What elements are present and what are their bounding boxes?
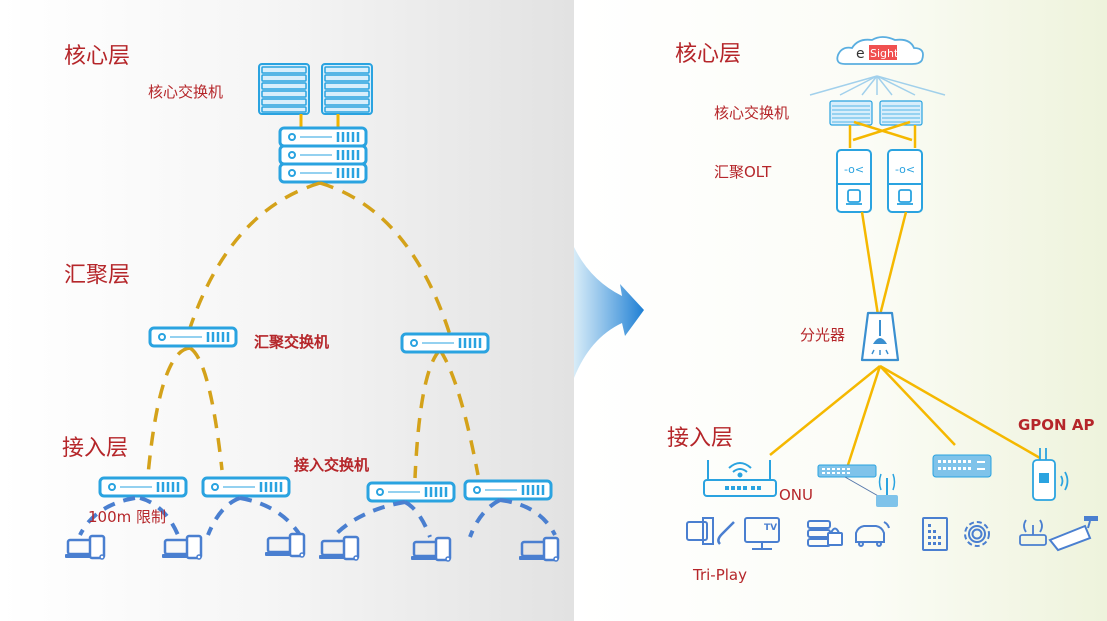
tv-label: TV: [764, 523, 777, 533]
access-to-pc-link: [499, 498, 557, 536]
computer-icon: [686, 517, 714, 545]
agg-to-access-link: [438, 349, 480, 476]
gpon-core-switch-label: 核心交换机: [714, 104, 790, 122]
access-switch-with-wireless-icon: [817, 464, 898, 507]
gear-icon: [964, 521, 990, 547]
olt-splitter-link: [860, 211, 880, 316]
core-to-agg-link-right: [319, 181, 452, 336]
access-to-pc-link: [468, 498, 501, 538]
access-to-pc-link: [78, 496, 136, 536]
connected-car-icon: [855, 521, 890, 547]
access-to-pc-link: [403, 500, 432, 538]
gpon-core-switch-left: [829, 100, 873, 126]
splitter-ap-link: [879, 364, 1041, 460]
gpon-access-layer-label: 接入层: [667, 426, 734, 451]
core-switch-label: 核心交换机: [148, 83, 224, 101]
gpon-core-switch-right: [879, 100, 923, 126]
aggregation-switch-label: 汇聚交换机: [254, 333, 330, 351]
gpon-core-layer-label: 核心层: [675, 42, 742, 67]
legacy-topology-diagram: [63, 63, 560, 563]
agg-to-access-link: [188, 346, 224, 471]
access-to-pc-link: [333, 500, 406, 537]
onu-router-icon: [703, 460, 777, 497]
esight-label-prefix: e: [856, 46, 865, 62]
onu-label: ONU: [779, 486, 814, 504]
core-to-agg-link-left: [188, 181, 321, 329]
access-to-pc-link: [139, 496, 180, 536]
splitter-onu-link: [769, 365, 881, 456]
splitter-switch-link: [846, 365, 882, 466]
distance-limit-annotation: 100m 限制: [88, 508, 167, 526]
building-icon: [922, 517, 948, 551]
arrow-right-icon: [574, 247, 644, 378]
management-rays: [809, 75, 946, 96]
gpon-ap-label: GPON AP: [1018, 416, 1095, 434]
access-ethernet-switch-icon: [932, 454, 992, 478]
access-to-pc-link: [239, 496, 302, 537]
olt-device-left: [836, 149, 872, 213]
access-layer-label: 接入层: [62, 436, 129, 461]
splitter-label: 分光器: [800, 326, 846, 344]
olt-label: 汇聚OLT: [714, 163, 772, 181]
core-layer-label: 核心层: [64, 44, 131, 69]
olt-device-right: [887, 149, 923, 213]
esight-cloud-icon: [836, 36, 924, 65]
splitter-switch-link: [879, 365, 956, 446]
esight-label-highlight: Sight: [870, 47, 899, 60]
aggregation-layer-label: 汇聚层: [64, 263, 131, 288]
wireless-router-icon: [1019, 519, 1047, 546]
olt-splitter-link: [878, 211, 908, 316]
phone-icon: [717, 521, 735, 545]
gpon-ap-icon: [1032, 448, 1069, 501]
optical-splitter-icon: [860, 311, 900, 362]
agg-to-access-link: [413, 348, 442, 479]
access-switch-label: 接入交换机: [294, 456, 370, 474]
tri-play-label: Tri-Play: [693, 566, 747, 584]
agg-to-access-link: [146, 346, 191, 476]
security-camera-icon: [1048, 516, 1098, 552]
access-to-pc-link: [206, 496, 241, 536]
core-olt-link: [852, 120, 911, 142]
server-lock-icon: [807, 520, 843, 547]
tv-icon: [744, 517, 780, 550]
